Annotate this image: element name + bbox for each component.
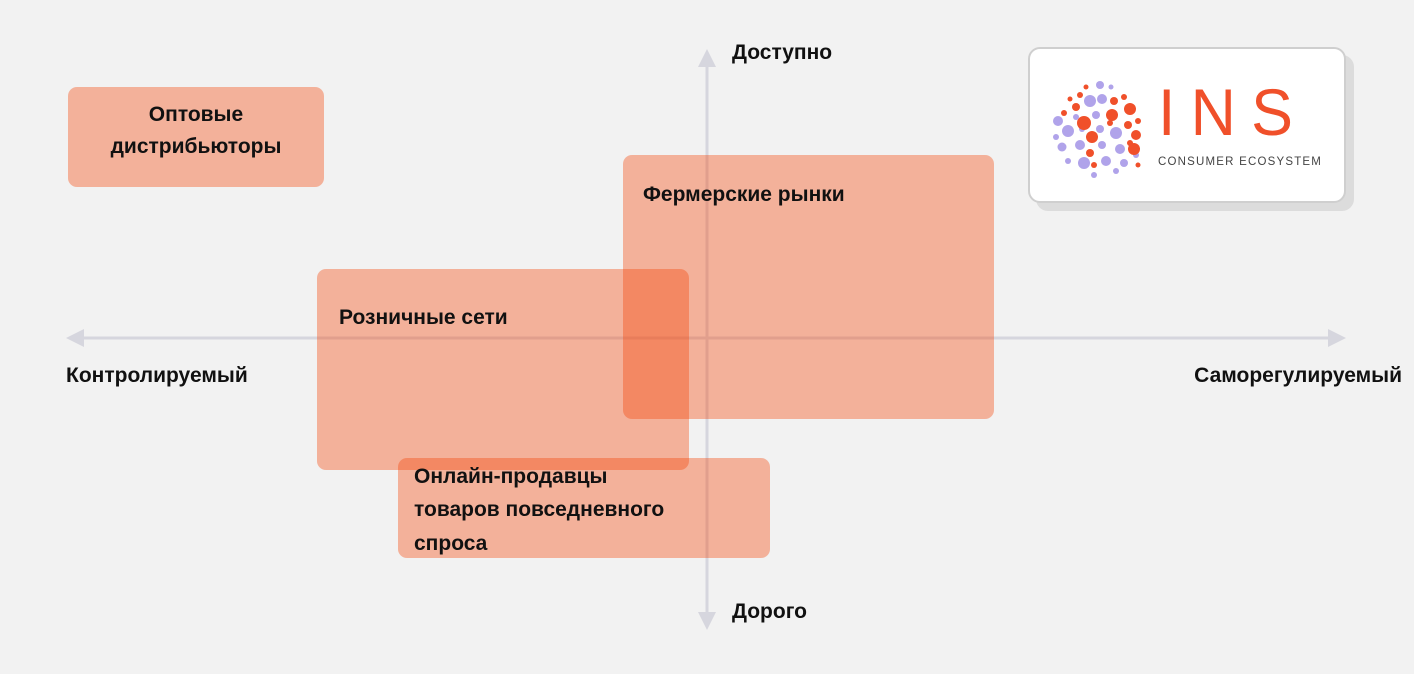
box-label: Розничные сети [339, 306, 508, 329]
box-farmers-markets: Фермерские рынки [623, 155, 994, 419]
left-arrow-icon [66, 329, 84, 347]
axis-label-right: Саморегулируемый [1194, 364, 1402, 387]
logo-title: INS [1158, 75, 1309, 149]
axis-label-left: Контролируемый [66, 364, 248, 387]
axis-label-top: Доступно [732, 41, 833, 64]
up-arrow-icon [698, 49, 716, 67]
axis-label-bottom: Дорого [732, 600, 807, 623]
box-retail-chains: Розничные сети [317, 269, 689, 470]
logo-subtitle: CONSUMER ECOSYSTEM [1158, 156, 1323, 168]
box-wholesale-distributors: Оптовые дистрибьюторы [68, 87, 324, 187]
right-arrow-icon [1328, 329, 1346, 347]
box-label-line: Оптовые [148, 103, 244, 126]
ins-logo: INS CONSUMER ECOSYSTEM [1028, 47, 1346, 203]
box-label-line: товаров повседневного [414, 498, 665, 521]
dot-sphere-icon [1053, 81, 1141, 178]
box-label-line: Онлайн-продавцы [414, 465, 608, 488]
box-label-line: дистрибьюторы [110, 135, 282, 158]
box-label-line: спроса [414, 532, 488, 555]
down-arrow-icon [698, 612, 716, 630]
box-label: Фермерские рынки [643, 183, 845, 206]
box-online-sellers: Онлайн-продавцы товаров повседневного сп… [398, 458, 770, 558]
